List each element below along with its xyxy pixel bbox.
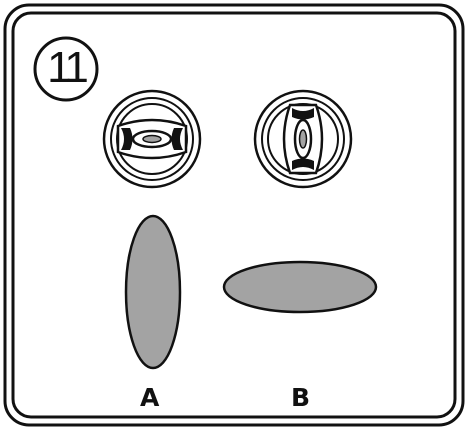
outer-frame [3, 3, 465, 427]
spray-pattern-a-vertical [124, 214, 182, 370]
label-b: B [291, 383, 311, 412]
step-number-circle [33, 36, 99, 102]
nozzle-horizontal-slot-icon [102, 89, 202, 189]
spray-pattern-b-horizontal [222, 260, 378, 314]
inner-frame [11, 11, 457, 419]
nozzle-vertical-slot-icon [253, 89, 353, 189]
label-a: A [140, 383, 160, 412]
step-number: 11 [47, 43, 89, 92]
